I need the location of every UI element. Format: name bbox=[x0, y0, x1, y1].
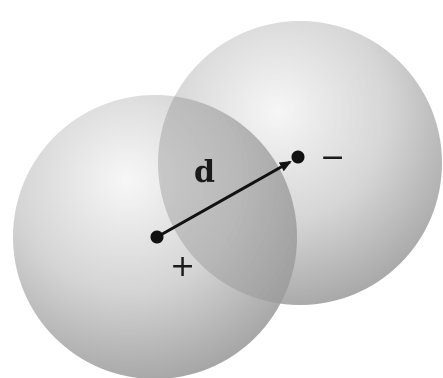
negative-sign: − bbox=[320, 140, 345, 175]
overlap-region bbox=[158, 95, 297, 305]
dipole-vector-arrow bbox=[156, 160, 292, 239]
vector-label-d: d bbox=[194, 155, 215, 190]
negative-center-dot bbox=[291, 150, 305, 164]
positive-center-dot bbox=[150, 230, 164, 244]
positive-sign: + bbox=[170, 249, 195, 284]
